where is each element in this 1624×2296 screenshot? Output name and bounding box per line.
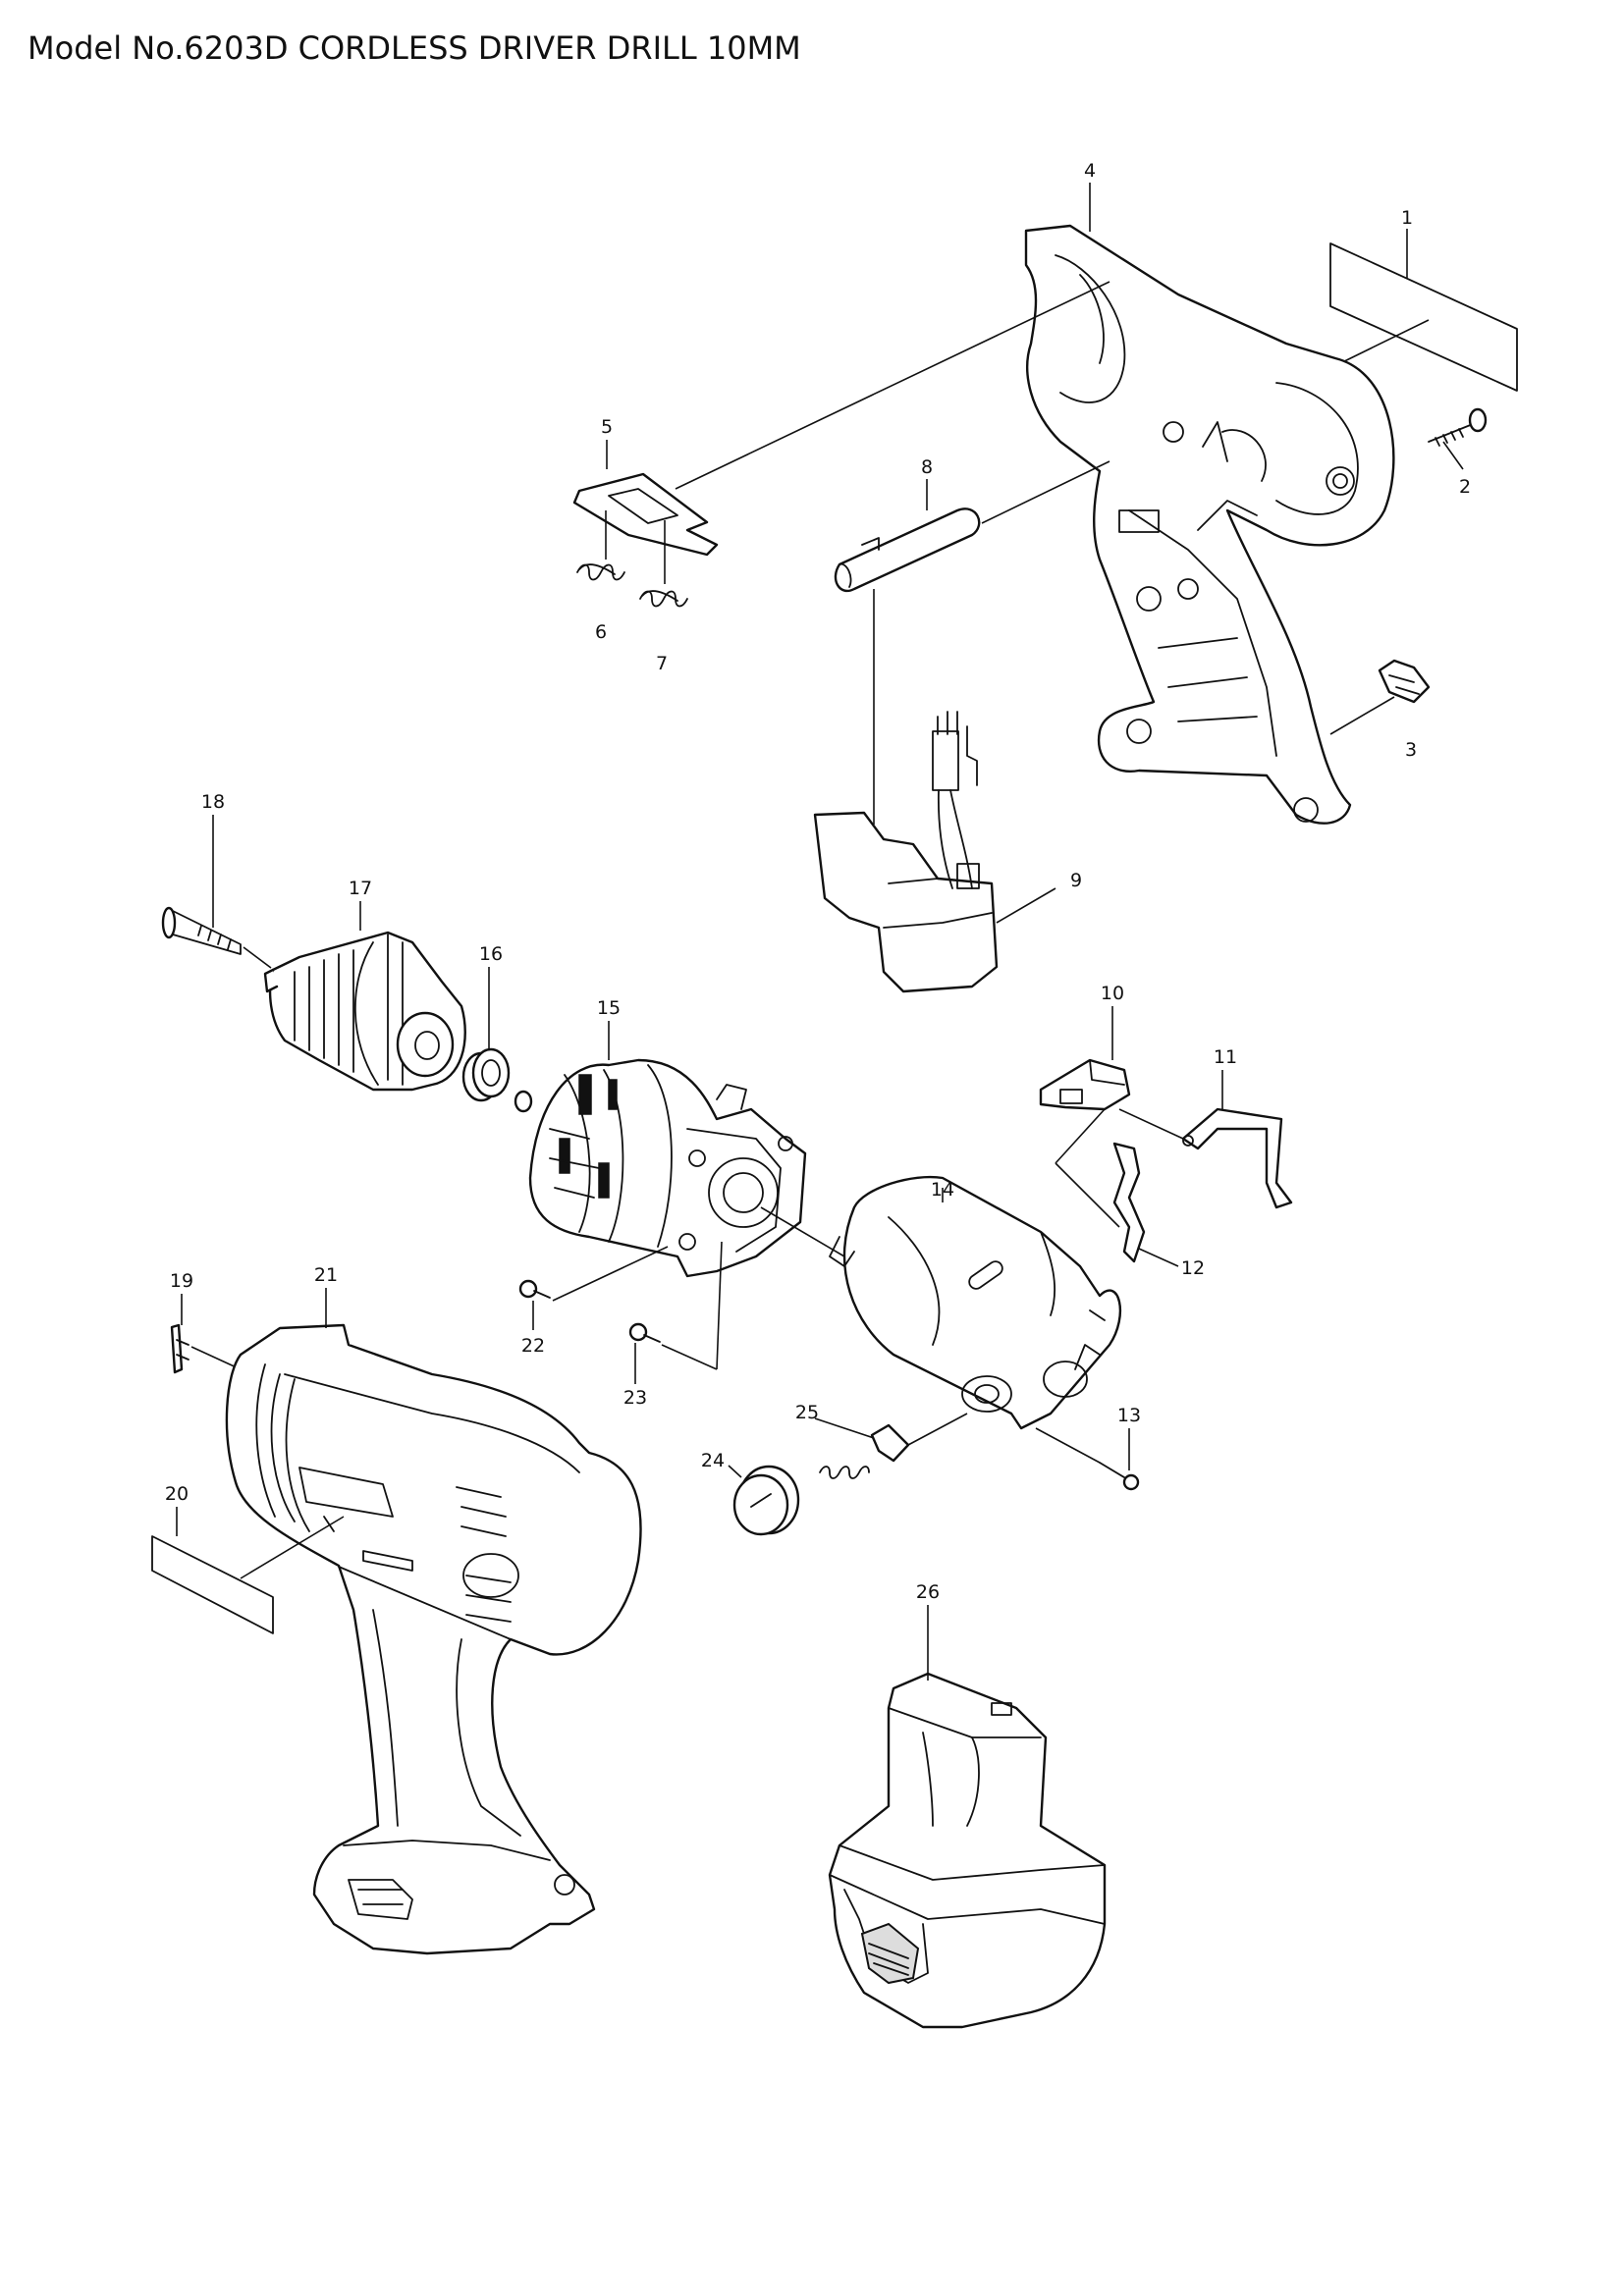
part-23-screw — [628, 1322, 661, 1343]
part-18-screw — [161, 906, 242, 955]
part-26-battery — [828, 1672, 1107, 2029]
callout-23: 23 — [623, 1387, 647, 1409]
callout-10: 10 — [1101, 983, 1124, 1004]
callout-5: 5 — [601, 416, 613, 438]
part-3-clip — [1378, 659, 1431, 704]
part-2-screw — [1428, 407, 1488, 447]
callout-18: 18 — [201, 791, 225, 813]
callout-11: 11 — [1214, 1046, 1237, 1068]
callout-14: 14 — [931, 1179, 954, 1201]
callout-3: 3 — [1405, 739, 1417, 761]
part-9-switch — [813, 711, 999, 993]
part-13-screw — [1099, 1462, 1140, 1491]
callout-9: 9 — [1070, 870, 1082, 891]
part-17-chuck — [263, 931, 466, 1092]
callout-16: 16 — [479, 943, 503, 965]
callout-15: 15 — [597, 997, 621, 1019]
part-10-brush-holder — [1039, 1058, 1131, 1111]
part-15-gear-assembly — [528, 1058, 807, 1278]
part-8-lever-cap — [834, 507, 981, 593]
callout-labels: 1 2 3 4 5 6 7 8 9 10 11 12 13 14 15 16 1… — [165, 160, 1471, 1603]
callout-1: 1 — [1401, 207, 1413, 229]
part-19-leaf-spring — [170, 1323, 189, 1374]
part-4-housing-half — [1024, 224, 1395, 825]
callout-7: 7 — [656, 653, 668, 674]
part-12-brush-spring — [1112, 1142, 1146, 1263]
callout-17: 17 — [349, 878, 372, 899]
callout-12: 12 — [1181, 1257, 1205, 1279]
callout-20: 20 — [165, 1483, 189, 1505]
callout-4: 4 — [1084, 160, 1096, 182]
callout-2: 2 — [1459, 476, 1471, 498]
part-7-spring — [639, 590, 688, 608]
callout-24: 24 — [701, 1450, 725, 1471]
part-1-label — [1329, 242, 1518, 392]
part-24-brush-cap — [732, 1465, 800, 1536]
part-16-ring — [461, 1047, 511, 1102]
part-21-housing-set — [225, 1323, 642, 1955]
diagram-title: Model No.6203D CORDLESS DRIVER DRILL 10M… — [27, 29, 801, 67]
callout-22: 22 — [521, 1335, 545, 1357]
part-5-slide-button — [572, 472, 719, 557]
part-6-spring — [576, 563, 625, 581]
callout-13: 13 — [1117, 1405, 1141, 1426]
callout-26: 26 — [916, 1581, 940, 1603]
callout-8: 8 — [921, 456, 933, 478]
callout-21: 21 — [314, 1264, 338, 1286]
callout-19: 19 — [170, 1270, 193, 1292]
part-25-carbon-brush — [819, 1423, 910, 1479]
callout-6: 6 — [595, 621, 607, 643]
part-20-label — [151, 1535, 274, 1634]
callout-25: 25 — [795, 1402, 819, 1423]
part-14-motor — [829, 1175, 1122, 1430]
part-11-terminal — [1181, 1107, 1293, 1209]
part-22-screw — [518, 1279, 551, 1299]
